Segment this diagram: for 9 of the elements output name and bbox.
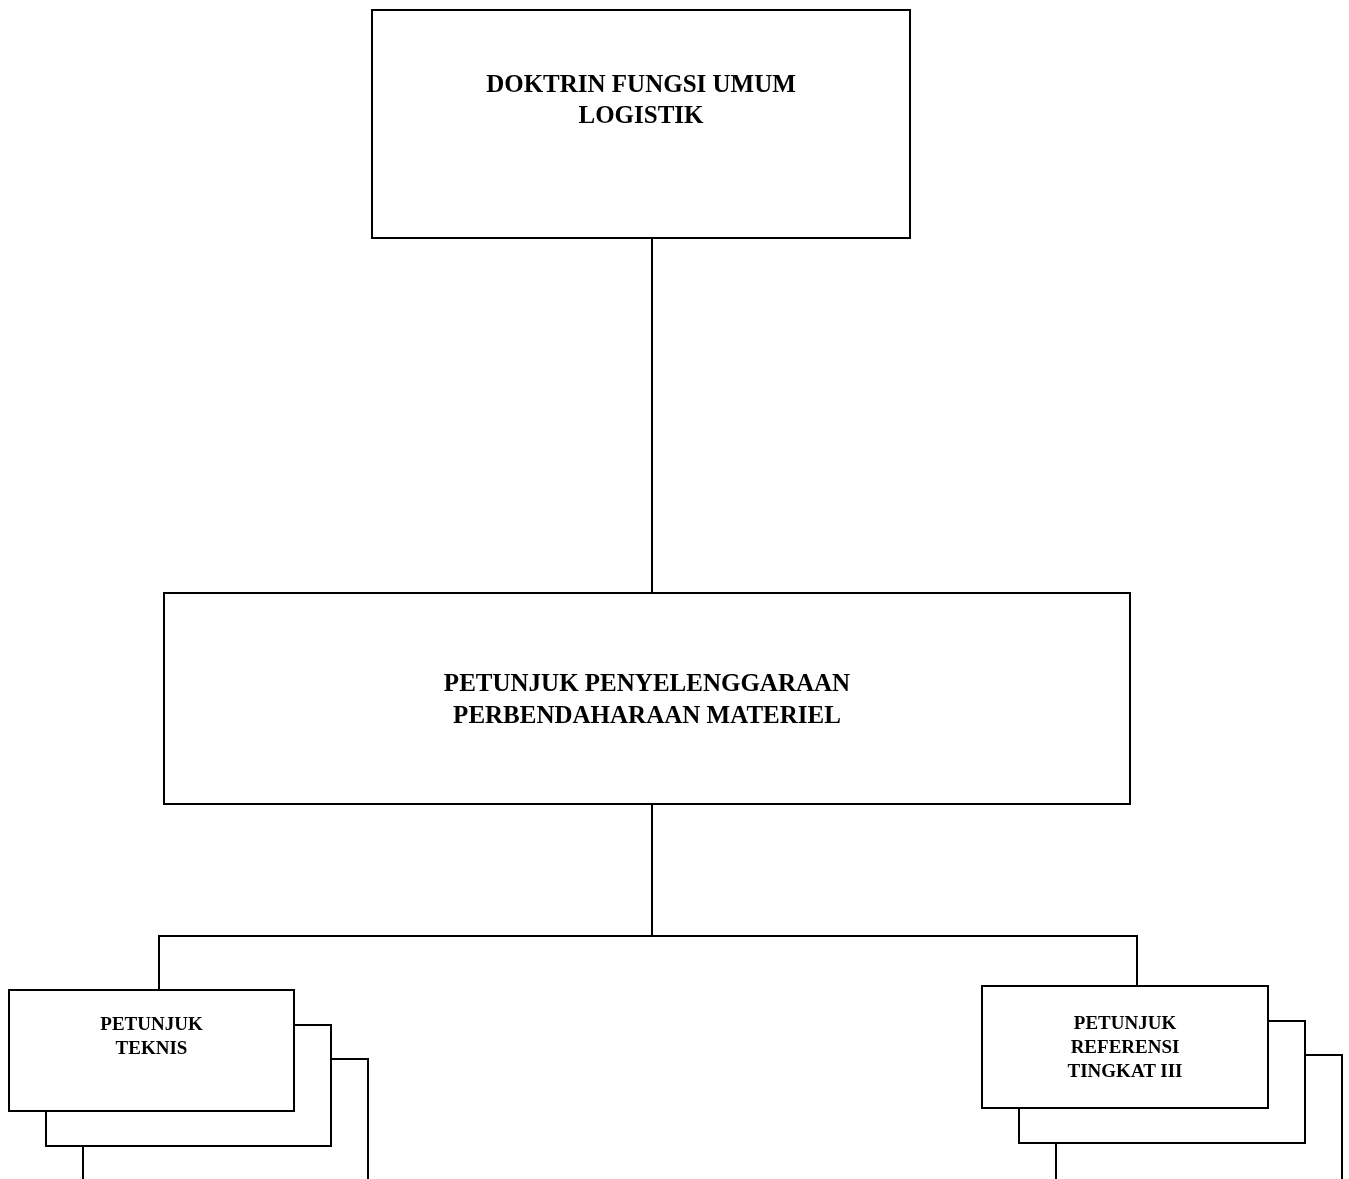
document-box	[8, 989, 295, 1112]
box-title: PETUNJUK REFERENSI TINGKAT III	[1066, 1011, 1184, 1083]
box-title: PETUNJUK PENYELENGGARAAN PERBENDAHARAAN MATERIEL	[442, 668, 852, 730]
connector-line	[651, 238, 653, 593]
box-title: DOKTRIN FUNGSI UMUM LOGISTIK	[485, 68, 797, 130]
document-box	[163, 592, 1131, 805]
document-box	[981, 985, 1269, 1109]
box-title: PETUNJUK TEKNIS	[99, 1011, 204, 1060]
document-box	[371, 9, 911, 239]
